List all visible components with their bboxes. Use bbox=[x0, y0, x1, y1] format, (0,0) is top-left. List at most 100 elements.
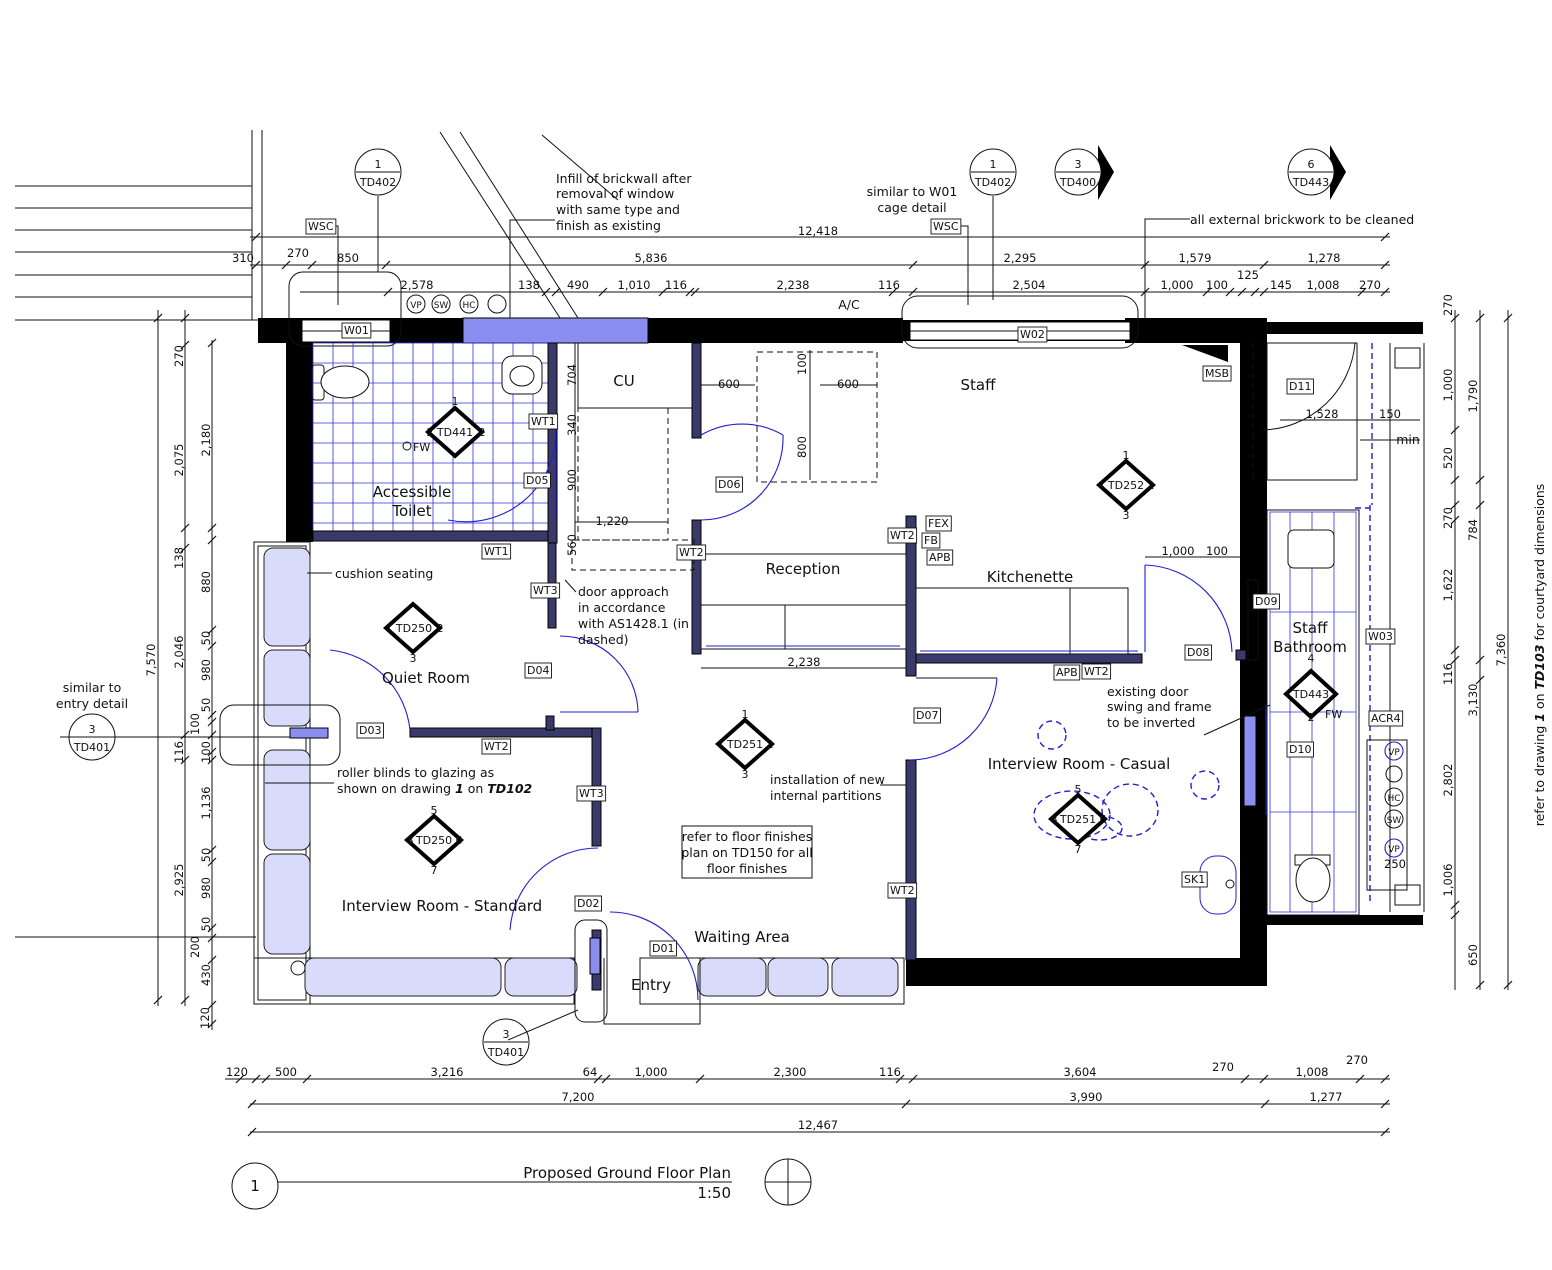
svg-text:A/C: A/C bbox=[838, 297, 860, 312]
room-interview-casual: Interview Room - Casual bbox=[988, 755, 1171, 773]
svg-text:with AS1428.1 (in: with AS1428.1 (in bbox=[578, 616, 689, 631]
courtyard bbox=[1182, 342, 1425, 912]
room-quiet: Quiet Room bbox=[382, 669, 470, 687]
svg-text:shown on drawing 1 on TD102: shown on drawing 1 on TD102 bbox=[337, 781, 532, 796]
svg-text:560: 560 bbox=[565, 534, 579, 556]
svg-text:Infill of brickwall after: Infill of brickwall after bbox=[556, 171, 692, 186]
tag-box bbox=[523, 472, 551, 489]
dimension-lines bbox=[153, 232, 1513, 1137]
tag-sk1: SK1 bbox=[1184, 873, 1205, 886]
svg-text:3: 3 bbox=[742, 768, 749, 781]
tag-box bbox=[926, 549, 954, 566]
svg-text:VP: VP bbox=[1388, 845, 1400, 855]
tag-box bbox=[1365, 628, 1396, 645]
svg-text:roller blinds to glazing as: roller blinds to glazing as bbox=[337, 765, 494, 780]
room-reception: Reception bbox=[766, 560, 841, 578]
svg-text:120: 120 bbox=[198, 1007, 212, 1029]
svg-text:2,578: 2,578 bbox=[401, 278, 434, 292]
tag-apb-b: APB bbox=[1056, 666, 1078, 679]
svg-text:2,238: 2,238 bbox=[788, 655, 821, 669]
svg-text:2: 2 bbox=[479, 426, 486, 439]
tag-w01: W01 bbox=[344, 324, 369, 337]
svg-text:7,570: 7,570 bbox=[144, 644, 158, 677]
tag-acr4: ACR4 bbox=[1371, 712, 1401, 725]
svg-text:138: 138 bbox=[172, 547, 186, 569]
tag-fex: FEX bbox=[928, 517, 949, 530]
room-entry: Entry bbox=[631, 976, 671, 994]
fixture-symbols: VP SW HC VP HC SW VP bbox=[406, 294, 1404, 858]
svg-text:TD402: TD402 bbox=[974, 176, 1011, 189]
svg-text:2: 2 bbox=[437, 622, 444, 635]
section-ref-6: 3 TD401 bbox=[482, 1018, 530, 1066]
svg-text:TD402: TD402 bbox=[359, 176, 396, 189]
svg-text:125: 125 bbox=[1237, 268, 1259, 282]
svg-text:TD443: TD443 bbox=[1292, 176, 1329, 189]
tag-box bbox=[1081, 663, 1112, 680]
dimension-labels: 12,418 310 270 850 5,836 2,295 1,579 1,2… bbox=[144, 224, 1508, 1132]
svg-text:520: 520 bbox=[1441, 447, 1455, 469]
tag-box bbox=[925, 515, 952, 532]
svg-text:880: 880 bbox=[199, 571, 213, 593]
svg-text:100: 100 bbox=[1206, 544, 1228, 558]
tag-d04: D04 bbox=[527, 664, 549, 677]
tag-box bbox=[574, 895, 602, 912]
svg-text:116: 116 bbox=[878, 278, 900, 292]
tag-box bbox=[356, 722, 384, 739]
svg-text:150: 150 bbox=[1379, 407, 1401, 421]
tag-wt2-e: WT2 bbox=[890, 884, 915, 897]
svg-text:64: 64 bbox=[583, 1065, 598, 1079]
svg-text:7,200: 7,200 bbox=[562, 1090, 595, 1104]
svg-text:270: 270 bbox=[1346, 1053, 1368, 1067]
svg-text:50: 50 bbox=[199, 848, 213, 863]
tag-box bbox=[649, 940, 677, 957]
tag-box bbox=[524, 662, 552, 679]
svg-text:floor finishes: floor finishes bbox=[707, 861, 787, 876]
cushion-seating bbox=[253, 541, 905, 1005]
svg-text:entry detail: entry detail bbox=[56, 696, 128, 711]
tag-d05: D05 bbox=[526, 474, 548, 487]
svg-text:1,006: 1,006 bbox=[1441, 864, 1455, 897]
svg-text:FW: FW bbox=[413, 441, 430, 454]
tag-box bbox=[576, 785, 607, 802]
svg-text:5: 5 bbox=[431, 804, 438, 817]
svg-text:8: 8 bbox=[407, 834, 414, 847]
tag-box bbox=[1202, 365, 1232, 382]
tag-box bbox=[1181, 871, 1208, 888]
svg-text:plan on TD150 for all: plan on TD150 for all bbox=[681, 845, 812, 860]
room-waiting-area: Waiting Area bbox=[694, 928, 790, 946]
svg-text:120: 120 bbox=[226, 1065, 248, 1079]
vp-icon: VP bbox=[410, 301, 422, 311]
svg-text:116: 116 bbox=[665, 278, 687, 292]
element-tags: WSC WSC W01 W02 W03 D01 D02 D03 D04 D05 … bbox=[305, 218, 1404, 957]
svg-text:with same type and: with same type and bbox=[556, 202, 680, 217]
svg-text:FW: FW bbox=[1325, 708, 1342, 721]
svg-text:1: 1 bbox=[742, 708, 749, 721]
svg-text:1,000: 1,000 bbox=[1161, 278, 1194, 292]
svg-text:1,008: 1,008 bbox=[1296, 1065, 1329, 1079]
svg-text:2,295: 2,295 bbox=[1004, 251, 1037, 265]
tag-box bbox=[1252, 593, 1280, 610]
section-ref-1: 1 TD402 bbox=[354, 148, 402, 196]
svg-text:TD250: TD250 bbox=[395, 622, 432, 635]
room-kitchenette: Kitchenette bbox=[987, 568, 1074, 586]
svg-text:2: 2 bbox=[1148, 479, 1155, 492]
svg-text:TD401: TD401 bbox=[73, 741, 110, 754]
svg-text:finish as existing: finish as existing bbox=[556, 218, 661, 233]
svg-text:1,528: 1,528 bbox=[1306, 407, 1339, 421]
svg-text:850: 850 bbox=[337, 251, 359, 265]
svg-text:Bathroom: Bathroom bbox=[1273, 638, 1347, 656]
entry-door bbox=[574, 919, 701, 1025]
tag-box bbox=[887, 527, 918, 544]
svg-text:HC: HC bbox=[1387, 794, 1400, 804]
svg-text:3,990: 3,990 bbox=[1070, 1090, 1103, 1104]
svg-text:2,504: 2,504 bbox=[1013, 278, 1046, 292]
svg-text:similar to: similar to bbox=[63, 680, 121, 695]
svg-text:all external brickwork to be c: all external brickwork to be cleaned bbox=[1190, 212, 1414, 227]
room-interview-standard: Interview Room - Standard bbox=[342, 897, 542, 915]
svg-text:1,579: 1,579 bbox=[1179, 251, 1212, 265]
svg-text:600: 600 bbox=[837, 377, 859, 391]
svg-text:7: 7 bbox=[1075, 843, 1082, 856]
tag-wt2-c: WT2 bbox=[1084, 665, 1109, 678]
svg-text:3: 3 bbox=[503, 1028, 510, 1041]
drawing-title: Proposed Ground Floor Plan bbox=[523, 1164, 731, 1182]
